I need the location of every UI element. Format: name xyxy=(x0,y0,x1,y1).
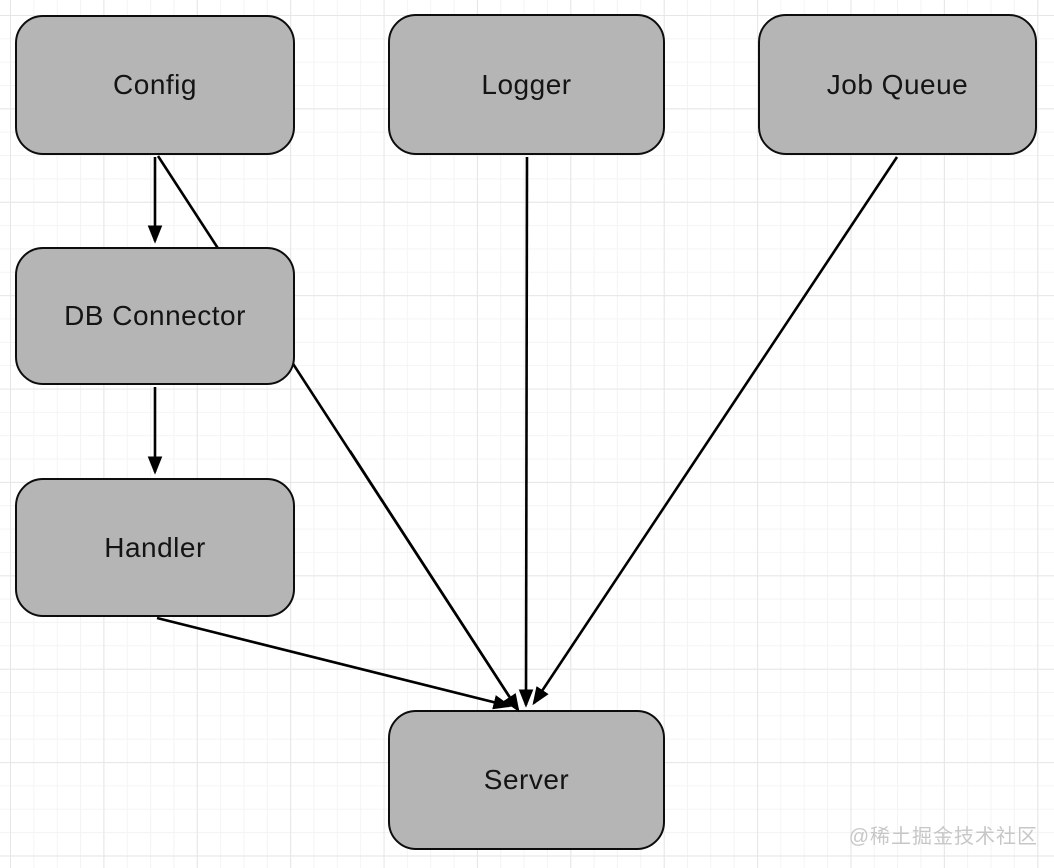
node-label-db_connector: DB Connector xyxy=(64,300,246,331)
node-logger: Logger xyxy=(388,14,665,155)
node-job_queue: Job Queue xyxy=(758,14,1037,155)
node-label-handler: Handler xyxy=(104,531,206,563)
node-label-logger: Logger xyxy=(481,68,572,100)
node-label-server: Server xyxy=(483,764,570,795)
watermark: @稀土掘金技术社区 xyxy=(848,826,1038,848)
node-config: Config xyxy=(15,15,295,155)
node-server: Server xyxy=(388,710,665,850)
node-db_connector: DB Connector xyxy=(15,247,295,385)
node-label-job_queue: Job Queue xyxy=(826,68,969,100)
node-handler: Handler xyxy=(15,478,295,617)
node-label-config: Config xyxy=(113,69,197,100)
